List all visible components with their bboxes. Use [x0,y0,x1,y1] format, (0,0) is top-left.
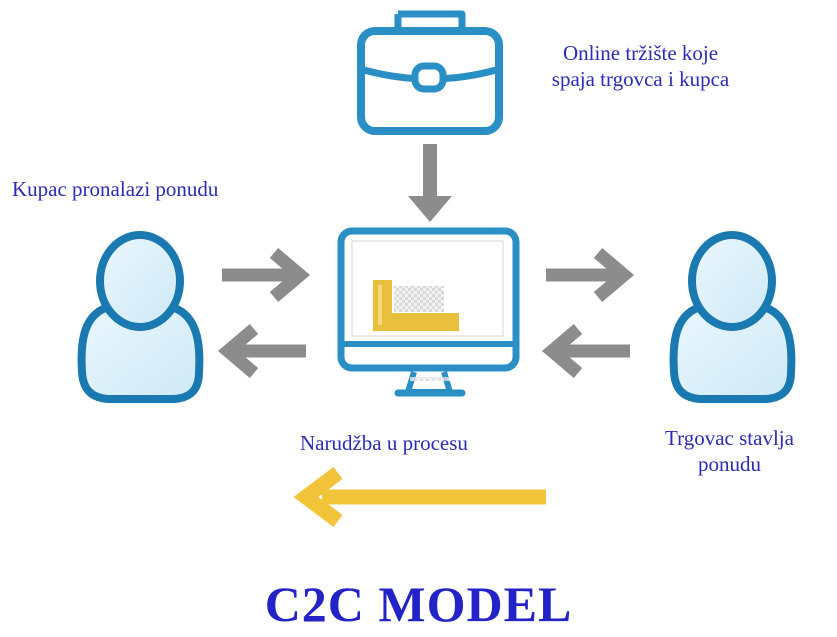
diagram-title: C2C MODEL [264,576,573,632]
arrow-down-to-platform [408,144,452,222]
briefcase-icon [357,10,503,135]
marketplace-label-line1: Online tržište koje [562,41,719,65]
seller-person-icon [669,231,796,403]
seller-label-line1: Trgovac stavlja [665,426,794,450]
arrow-platform-to-seller [546,248,635,302]
order-arrow [293,467,546,527]
seller-label-line2: ponudu [698,452,761,476]
marketplace-label-line2: spaja trgovca i kupca [551,67,730,91]
arrow-buyer-to-platform [222,248,311,302]
monitor-icon [337,227,520,397]
marketplace-label: Online tržište koje spaja trgovca i kupc… [508,40,773,92]
arrow-platform-to-buyer [217,324,306,378]
order-label: Narudžba u procesu [300,431,468,455]
arrow-seller-to-platform [541,324,630,378]
buyer-label: Kupac pronalazi ponudu [12,177,219,201]
buyer-person-icon [77,231,204,403]
seller-label: Trgovac stavlja ponudu [622,425,837,477]
